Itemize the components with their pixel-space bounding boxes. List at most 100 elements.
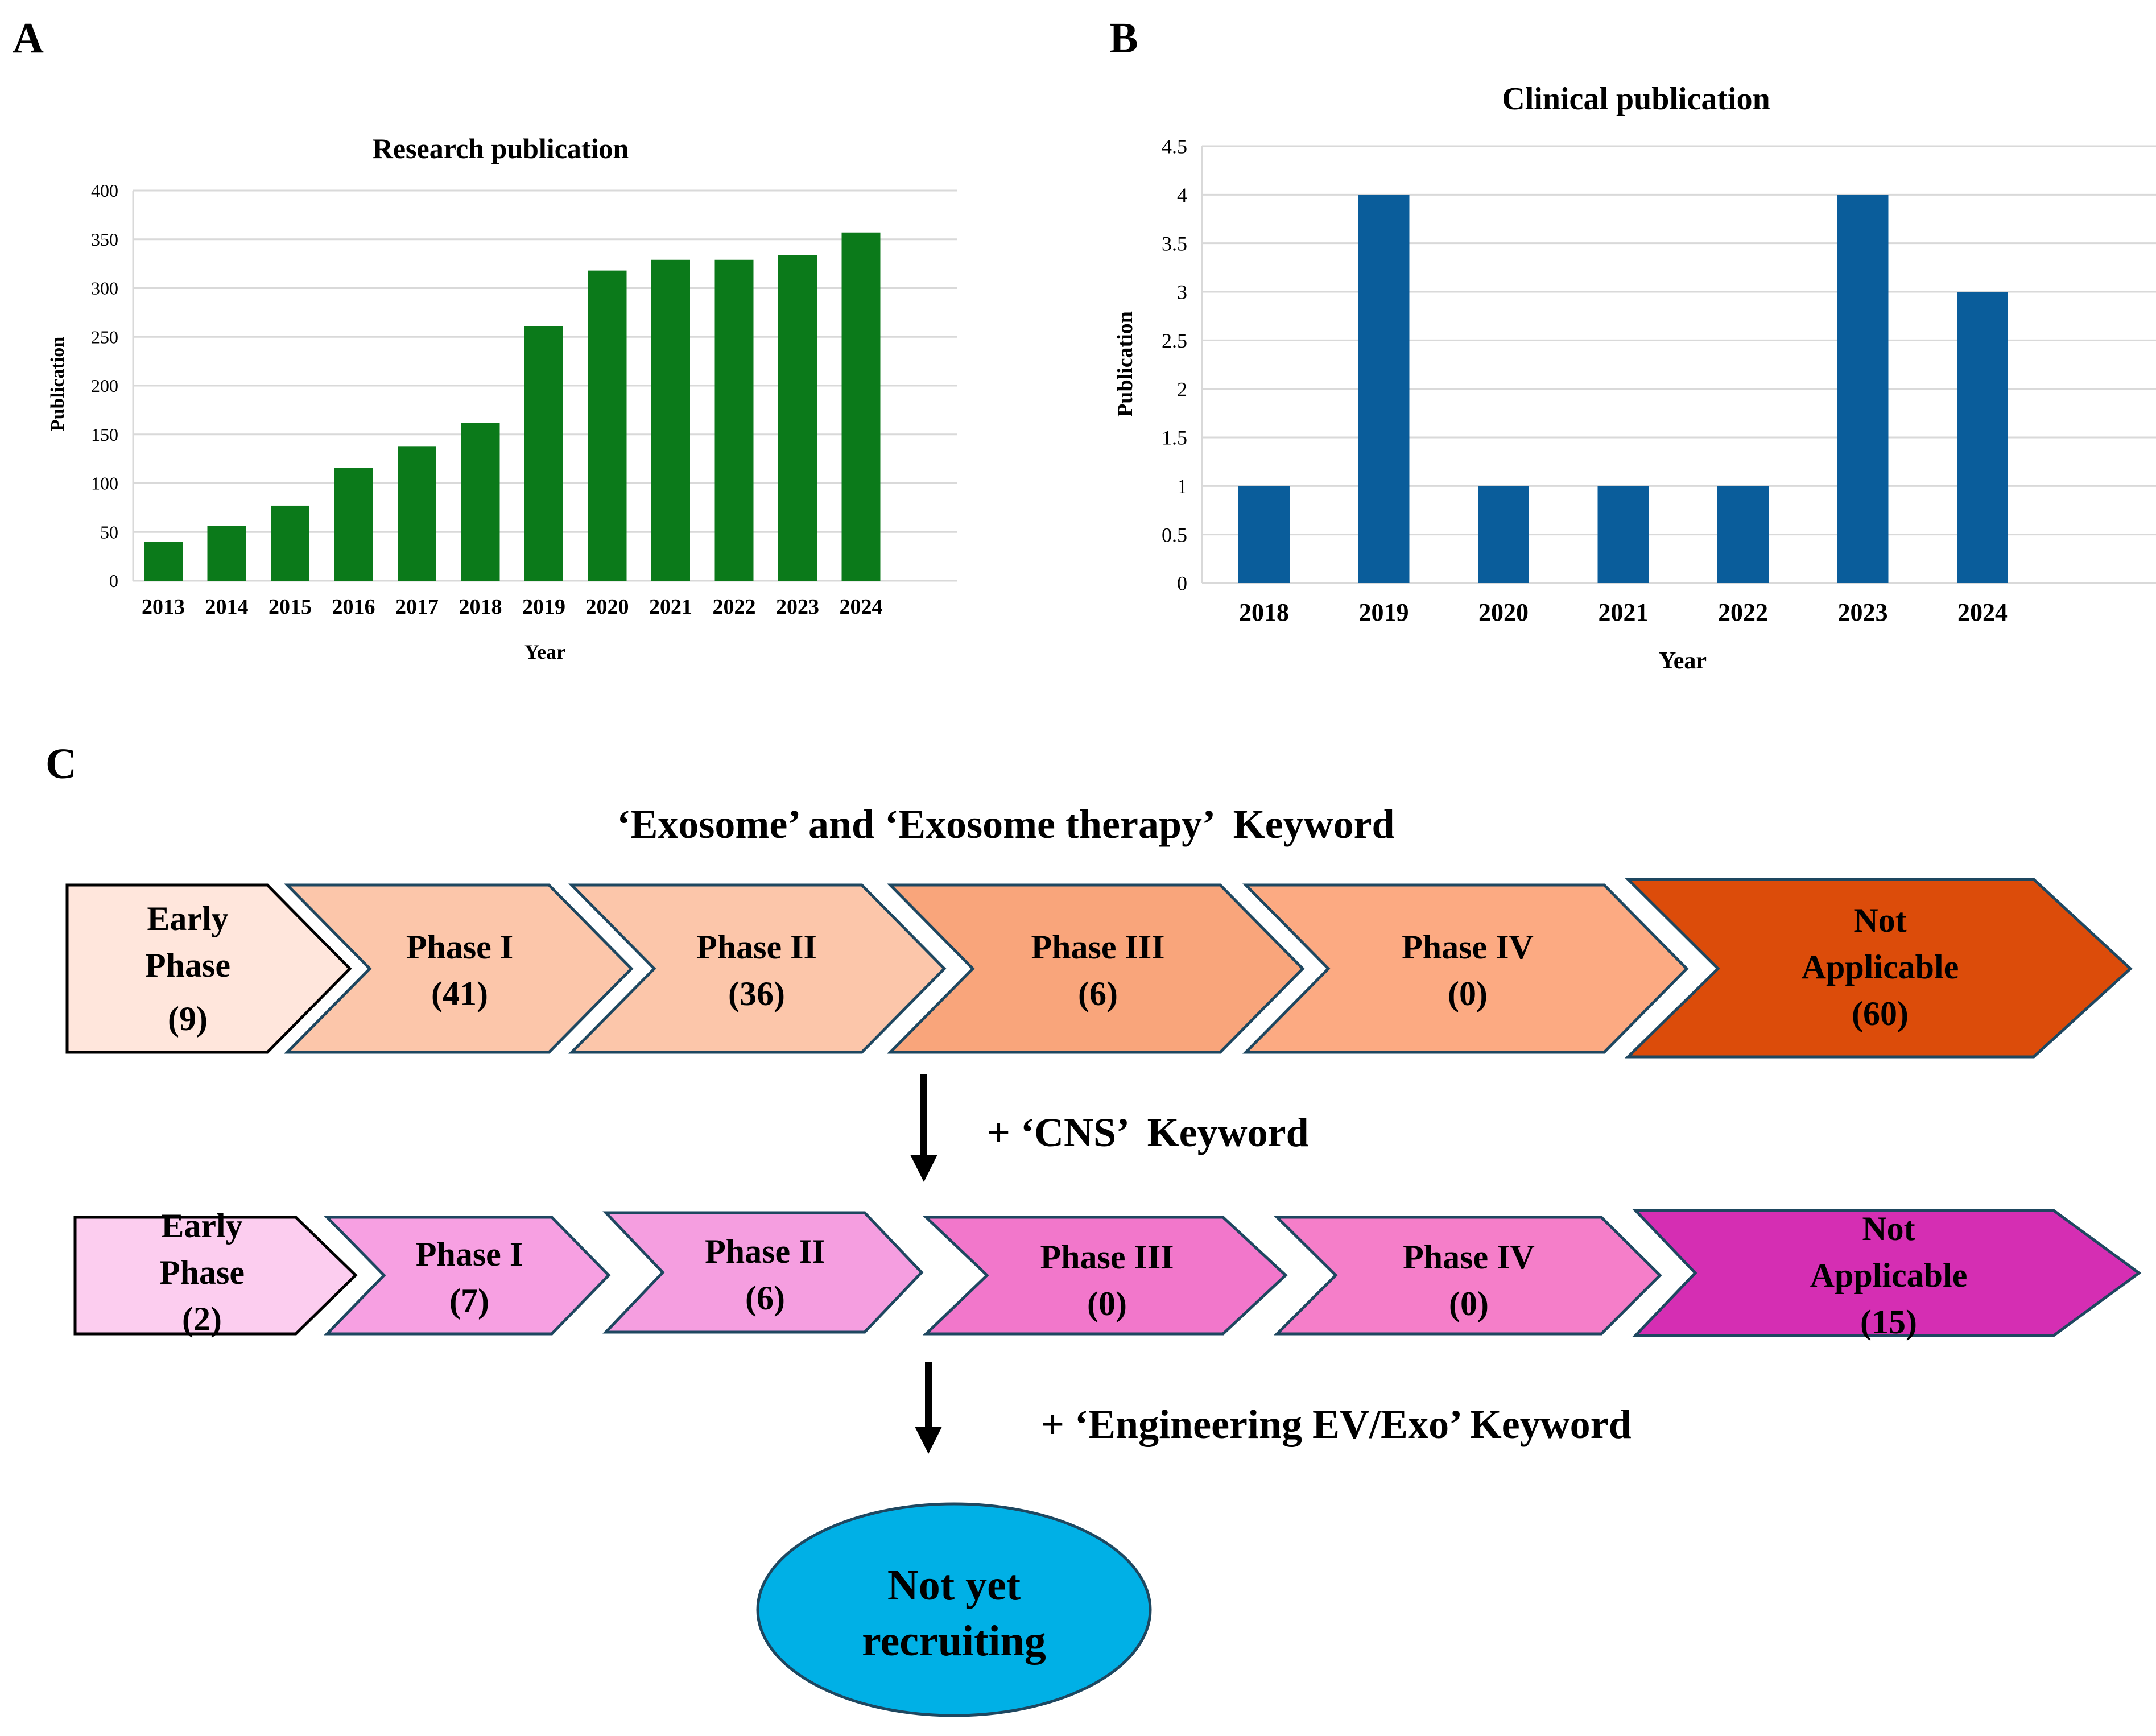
bar [461, 423, 500, 581]
research-publication-chart: Research publication Publication Year 05… [47, 133, 957, 663]
cns-keyword-label: + ‘CNS’ Keyword [987, 1110, 1309, 1155]
panel-letter-a: A [13, 14, 44, 62]
chevron-shape [887, 883, 1305, 1054]
phase-label: Phase I [406, 928, 513, 966]
x-tick-label: 2016 [332, 595, 375, 619]
y-tick-label: 1.5 [1162, 427, 1187, 449]
x-tick-label: 2021 [649, 595, 692, 619]
x-tick-label: 2024 [1957, 598, 2008, 626]
phase-label: Phase [159, 1254, 245, 1291]
engineering-keyword-label: + ‘Engineering EV/Exo’ Keyword [1041, 1402, 1632, 1447]
x-tick-label: 2023 [1838, 598, 1888, 626]
phase-label: Phase III [1040, 1238, 1174, 1276]
y-tick-label: 0 [1177, 572, 1187, 595]
phase-count: (41) [431, 975, 488, 1012]
chevron-shape [1273, 1216, 1662, 1336]
y-tick-label: 3 [1177, 281, 1187, 304]
x-tick-label: 2021 [1599, 598, 1649, 626]
y-tick-label: 350 [91, 229, 118, 250]
chevron-shape [1624, 878, 2133, 1059]
y-tick-label: 50 [100, 522, 118, 542]
phase-step-phase-i: Phase I(7) [324, 1216, 611, 1336]
bar [588, 270, 627, 581]
phase-label: Early [147, 900, 228, 937]
phase-step-phase-iii: Phase III(6) [887, 883, 1305, 1054]
down-arrow-1 [910, 1074, 937, 1182]
phase-count: (15) [1860, 1303, 1917, 1341]
x-tick-label: 2018 [1239, 598, 1289, 626]
bar [841, 232, 881, 581]
y-tick-label: 4 [1177, 184, 1187, 206]
chevron-shape [324, 1216, 611, 1336]
chevron-shape [284, 883, 634, 1054]
chart-a-ylabel: Publication [47, 337, 68, 431]
bar [714, 259, 754, 581]
y-tick-label: 400 [91, 180, 118, 201]
phase-label: Phase II [705, 1233, 825, 1270]
flow-header: ‘Exosome’ and ‘Exosome therapy’ Keyword [617, 801, 1394, 847]
panel-letter-c: C [46, 740, 77, 788]
chart-a-xlabel: Year [524, 640, 565, 663]
phase-step-phase-i: Phase I (41) [284, 883, 634, 1054]
bar [1837, 195, 1889, 583]
phase-count: (60) [1852, 995, 1909, 1032]
bar [651, 259, 690, 581]
clinical-publication-chart: Clinical publication Publication Year 00… [1113, 81, 2156, 674]
chevron-shape [568, 883, 947, 1054]
phase-label: Early [161, 1207, 242, 1245]
y-tick-label: 0 [109, 571, 118, 591]
phase-step-phase-ii: Phase II (6) [602, 1211, 924, 1334]
bar [778, 255, 817, 581]
y-tick-label: 150 [91, 424, 118, 445]
chart-b-xlabel: Year [1659, 648, 1707, 674]
phase-count: (0) [1448, 975, 1488, 1012]
phase-step-phase-ii: Phase II(36) [568, 883, 947, 1054]
phase-step-phase-iii: Phase III (0) [922, 1216, 1288, 1336]
chevron-shape [65, 883, 352, 1054]
result-node: Not yet recruiting [756, 1502, 1152, 1717]
bar [144, 542, 183, 581]
y-tick-label: 2 [1177, 378, 1187, 400]
down-arrow-2 [915, 1362, 942, 1454]
chevron-shape [73, 1216, 358, 1336]
x-tick-label: 2022 [1718, 598, 1768, 626]
y-tick-label: 0.5 [1162, 523, 1187, 546]
phase-label: Phase I [416, 1235, 523, 1273]
y-tick-label: 100 [91, 473, 118, 494]
y-tick-label: 200 [91, 375, 118, 396]
phase-label: Phase IV [1403, 1238, 1535, 1276]
chevron-shape [1632, 1209, 2142, 1337]
phase-count: (0) [1449, 1285, 1489, 1322]
phase-label: Phase IV [1402, 928, 1534, 966]
phase-label: Applicable [1810, 1256, 1968, 1294]
phase-count: (0) [1087, 1285, 1127, 1322]
panel-letter-b: B [1109, 14, 1138, 62]
phase-count: (36) [728, 975, 785, 1012]
bar [1478, 486, 1529, 583]
y-tick-label: 4.5 [1162, 135, 1187, 158]
y-tick-label: 3.5 [1162, 232, 1187, 255]
phase-step-phase-iv: Phase IV (0) [1242, 883, 1689, 1054]
bar [1717, 486, 1769, 583]
phase-count: (6) [745, 1279, 785, 1317]
chevron-shape [922, 1216, 1288, 1336]
y-tick-label: 300 [91, 278, 118, 299]
chart-b-title: Clinical publication [1502, 81, 1770, 117]
bar [1358, 195, 1410, 583]
phase-label: Applicable [1802, 948, 1959, 986]
bar [398, 446, 436, 581]
bar [1238, 486, 1290, 583]
result-line-2: recruiting [862, 1617, 1046, 1665]
bar [1597, 486, 1649, 583]
phase-label: Phase [145, 946, 230, 984]
bar [271, 505, 309, 581]
x-tick-label: 2017 [395, 595, 439, 619]
y-tick-label: 2.5 [1162, 329, 1187, 352]
chevron-shape [1242, 883, 1689, 1054]
